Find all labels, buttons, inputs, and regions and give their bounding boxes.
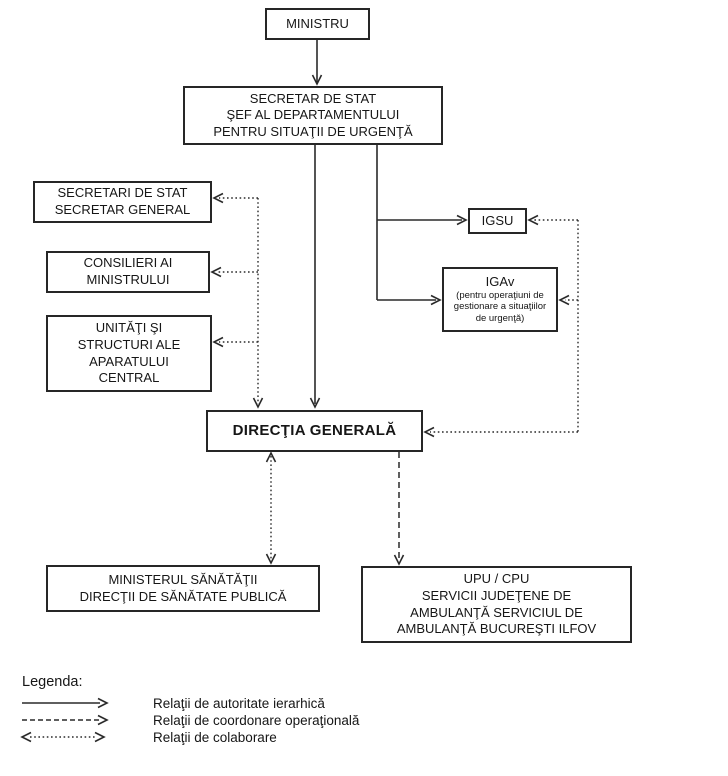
edge-dotted-left-bus: [210, 192, 264, 409]
legend-item-colaborare: Relaţii de colaborare: [153, 730, 277, 745]
node-secretari-de-stat: SECRETARI DE STAT SECRETAR GENERAL: [33, 181, 212, 223]
node-ministerul-sanatatii: MINISTERUL SĂNĂTĂŢII DIRECŢII DE SĂNĂTAT…: [46, 565, 320, 612]
node-unitati-structuri: UNITĂŢI ŞI STRUCTURI ALE APARATULUI CENT…: [46, 315, 212, 392]
node-igav: IGAv (pentru operaţiuni de gestionare a …: [442, 267, 558, 332]
edge-dotted-right-bus: [423, 214, 579, 438]
legend-solid-arrow-icon: [22, 697, 109, 709]
node-igsu: IGSU: [468, 208, 527, 234]
node-upu-cpu: UPU / CPU SERVICII JUDEŢENE DE AMBULANŢĂ…: [361, 566, 632, 643]
node-consilieri-ministrului: CONSILIERI AI MINISTRULUI: [46, 251, 210, 293]
edge-secretar-directia: [309, 145, 321, 409]
legend-dashed-arrow-icon: [22, 714, 109, 726]
node-directia-generala: DIRECŢIA GENERALĂ: [206, 410, 423, 452]
edge-directia-minister: [265, 451, 277, 565]
node-secretar-de-stat: SECRETAR DE STAT ŞEF AL DEPARTAMENTULUI …: [183, 86, 443, 145]
node-ministru: MINISTRU: [265, 8, 370, 40]
edge-directia-upu: [393, 452, 405, 566]
legend-dotted-double-arrow-icon: [20, 731, 106, 743]
igav-title: IGAv: [485, 274, 515, 290]
igav-subtitle: (pentru operaţiuni de gestionare a situa…: [453, 290, 547, 324]
edge-ministru-secretar: [311, 40, 323, 86]
legend-item-coordonare: Relaţii de coordonare operaţională: [153, 713, 360, 728]
legend-title: Legenda:: [22, 674, 83, 690]
edge-secretar-igsu-igav: [376, 145, 468, 306]
legend-item-autoritate: Relaţii de autoritate ierarhică: [153, 696, 325, 711]
